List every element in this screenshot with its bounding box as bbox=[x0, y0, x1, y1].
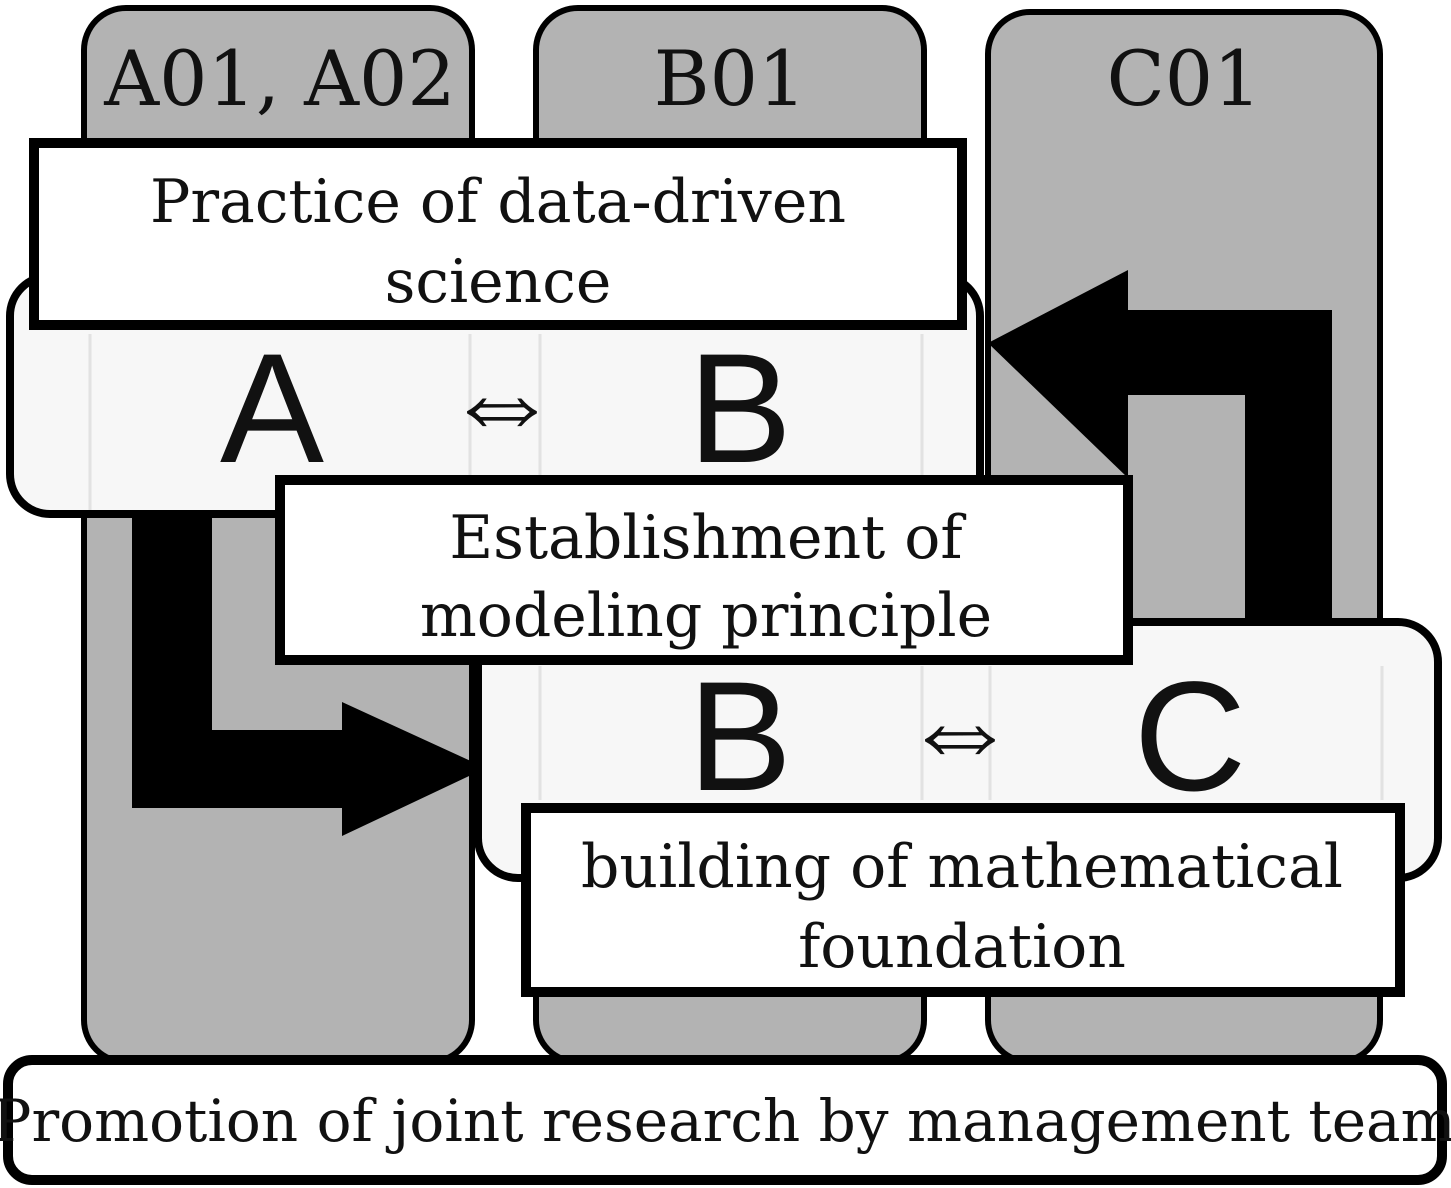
flow-arrow-a-to-bc bbox=[132, 516, 486, 836]
practice-box bbox=[29, 138, 967, 330]
column-c-label: C01 bbox=[1107, 34, 1262, 123]
building-line-1: building of mathematical bbox=[581, 832, 1343, 902]
relation-bc-symbol: ⇔ bbox=[901, 662, 1019, 794]
practice-line-1: Practice of data-driven bbox=[150, 167, 846, 237]
building-line-2: foundation bbox=[798, 912, 1126, 982]
panel-b-c-gridlines bbox=[538, 666, 1384, 800]
establishment-box bbox=[275, 475, 1133, 665]
relation-ab-right: B bbox=[688, 322, 792, 496]
relation-ab-left: A bbox=[220, 322, 324, 496]
establishment-line-2: modeling principle bbox=[420, 581, 992, 651]
establishment-line-1: Establishment of bbox=[449, 503, 966, 573]
building-box bbox=[521, 803, 1405, 997]
column-a-label: A01, A02 bbox=[103, 34, 456, 123]
relation-bc-right: C bbox=[1134, 650, 1247, 824]
management-box bbox=[3, 1055, 1447, 1185]
feedback-arrow-c-to-ab bbox=[988, 270, 1332, 618]
management-text: Promotion of joint research by managemen… bbox=[0, 1087, 1451, 1155]
column-b-label: B01 bbox=[654, 34, 807, 123]
relation-bc-left: B bbox=[688, 650, 792, 824]
relation-ab-symbol: ⇔ bbox=[443, 334, 561, 466]
practice-line-2: science bbox=[385, 247, 612, 317]
